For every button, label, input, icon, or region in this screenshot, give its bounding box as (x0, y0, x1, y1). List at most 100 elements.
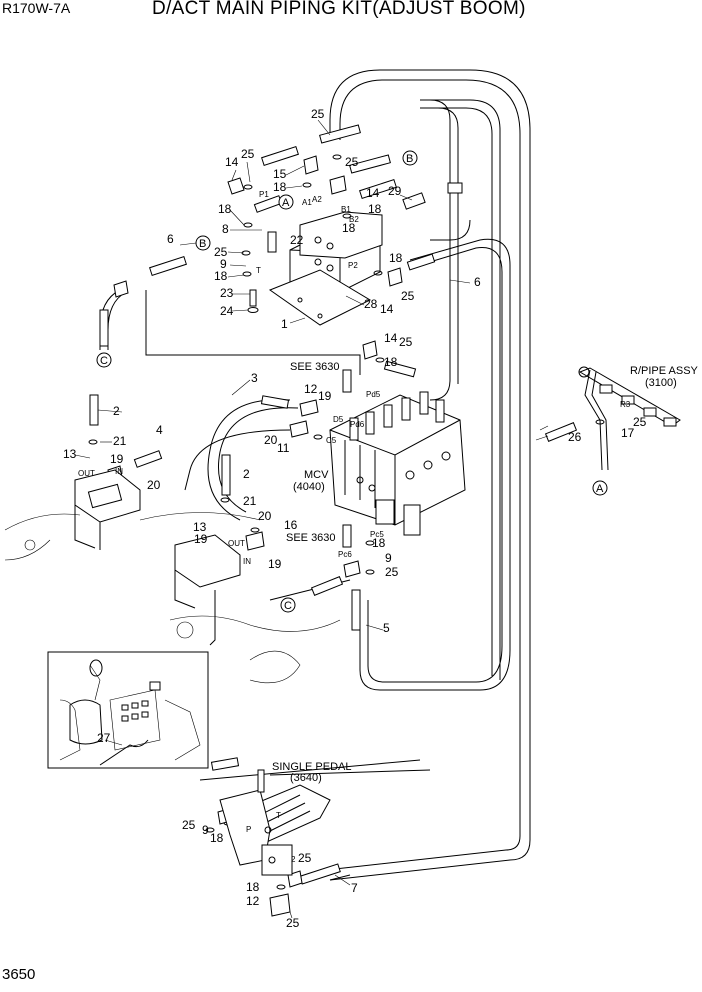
svg-text:14: 14 (384, 331, 398, 345)
svg-text:27: 27 (97, 731, 111, 745)
svg-text:SEE 3630: SEE 3630 (286, 532, 336, 544)
svg-text:B: B (199, 238, 206, 250)
svg-text:18: 18 (368, 202, 382, 216)
svg-text:18: 18 (389, 251, 403, 265)
svg-text:2: 2 (113, 404, 120, 418)
connector-c-left (96, 352, 112, 368)
svg-text:25: 25 (214, 245, 228, 259)
connector-a-right (592, 480, 608, 496)
svg-text:12: 12 (246, 894, 260, 908)
page-number: 3650 (2, 966, 36, 983)
svg-text:14: 14 (366, 186, 380, 200)
svg-text:9: 9 (385, 551, 392, 565)
svg-text:B2: B2 (349, 215, 359, 224)
svg-text:(4040): (4040) (293, 481, 325, 493)
svg-text:12: 12 (304, 382, 318, 396)
svg-text:SEE 3630: SEE 3630 (290, 361, 340, 373)
brackets-frame (4, 469, 341, 684)
svg-text:R3: R3 (620, 400, 631, 409)
svg-text:IN: IN (115, 467, 123, 476)
cab-inset (47, 651, 209, 769)
svg-text:C5: C5 (326, 436, 337, 445)
leader-lines (74, 119, 471, 919)
svg-text:A1: A1 (302, 198, 312, 207)
svg-text:R/PIPE ASSY: R/PIPE ASSY (630, 365, 699, 377)
hose-fittings (89, 124, 578, 885)
svg-text:4: 4 (156, 423, 163, 437)
svg-text:C: C (284, 600, 292, 612)
mcv-body (329, 369, 466, 548)
svg-text:18: 18 (214, 269, 228, 283)
svg-text:P: P (246, 825, 251, 834)
svg-text:A: A (282, 197, 290, 209)
svg-text:25: 25 (385, 565, 399, 579)
svg-text:28: 28 (364, 297, 378, 311)
svg-text:14: 14 (225, 155, 239, 169)
svg-text:Pc5: Pc5 (370, 530, 384, 539)
connector-c-mid (280, 597, 296, 613)
svg-text:13: 13 (193, 520, 207, 534)
svg-text:B1: B1 (341, 205, 351, 214)
svg-text:D5: D5 (333, 415, 344, 424)
svg-text:14: 14 (380, 302, 394, 316)
svg-text:A2: A2 (312, 195, 322, 204)
svg-text:20: 20 (258, 509, 272, 523)
svg-text:(3100): (3100) (645, 377, 677, 389)
svg-text:OUT: OUT (228, 539, 245, 548)
svg-text:2: 2 (291, 855, 296, 864)
svg-text:29: 29 (388, 184, 402, 198)
svg-text:18: 18 (210, 831, 224, 845)
connector-bubbles: A B B C C A A (96, 150, 608, 613)
svg-text:18: 18 (218, 202, 232, 216)
svg-text:IN: IN (243, 557, 251, 566)
top-valve-block (247, 211, 383, 326)
connector-b-top (402, 150, 418, 166)
svg-text:Pd6: Pd6 (350, 420, 365, 429)
svg-text:17: 17 (621, 426, 635, 440)
svg-text:25: 25 (401, 289, 415, 303)
svg-text:25: 25 (298, 851, 312, 865)
svg-text:Pd5: Pd5 (366, 390, 381, 399)
svg-text:18: 18 (384, 355, 398, 369)
svg-text:20: 20 (264, 433, 278, 447)
svg-text:21: 21 (113, 434, 127, 448)
svg-text:6: 6 (167, 232, 174, 246)
svg-text:P1: P1 (259, 190, 269, 199)
callout-numbers: 25 25 14 15 25 18 18 29 18 14 8 18 22 6 … (63, 107, 647, 930)
svg-text:25: 25 (345, 155, 359, 169)
svg-text:25: 25 (241, 147, 255, 161)
svg-text:7: 7 (351, 881, 358, 895)
svg-text:P2: P2 (348, 261, 358, 270)
svg-text:13: 13 (63, 447, 77, 461)
svg-text:16: 16 (284, 518, 298, 532)
hose-bundle-right (325, 69, 531, 881)
svg-text:25: 25 (311, 107, 325, 121)
svg-text:9: 9 (220, 257, 227, 271)
svg-text:22: 22 (290, 233, 304, 247)
svg-text:21: 21 (243, 494, 257, 508)
svg-text:A: A (596, 483, 604, 495)
svg-text:26: 26 (568, 430, 582, 444)
svg-text:15: 15 (273, 167, 287, 181)
svg-text:9: 9 (202, 823, 209, 837)
svg-text:OUT: OUT (78, 469, 95, 478)
svg-text:(3640): (3640) (290, 772, 322, 784)
svg-text:23: 23 (220, 286, 234, 300)
svg-text:1: 1 (281, 317, 288, 331)
single-pedal (219, 769, 331, 876)
svg-text:18: 18 (372, 536, 386, 550)
svg-text:19: 19 (110, 452, 124, 466)
svg-text:25: 25 (286, 916, 300, 930)
svg-text:T: T (256, 266, 261, 275)
connector-a-top (278, 194, 294, 210)
svg-text:19: 19 (194, 532, 208, 546)
svg-text:18: 18 (246, 880, 260, 894)
page-title: D/ACT MAIN PIPING KIT(ADJUST BOOM) (152, 0, 526, 19)
notes: SEE 3630 SEE 3630 MCV (4040) R/PIPE ASSY… (272, 361, 699, 784)
svg-text:8: 8 (222, 222, 229, 236)
svg-text:5: 5 (383, 621, 390, 635)
svg-text:B: B (406, 153, 413, 165)
svg-text:SINGLE PEDAL: SINGLE PEDAL (272, 761, 351, 773)
model-number: R170W-7A (2, 0, 71, 16)
svg-text:T: T (276, 811, 281, 820)
